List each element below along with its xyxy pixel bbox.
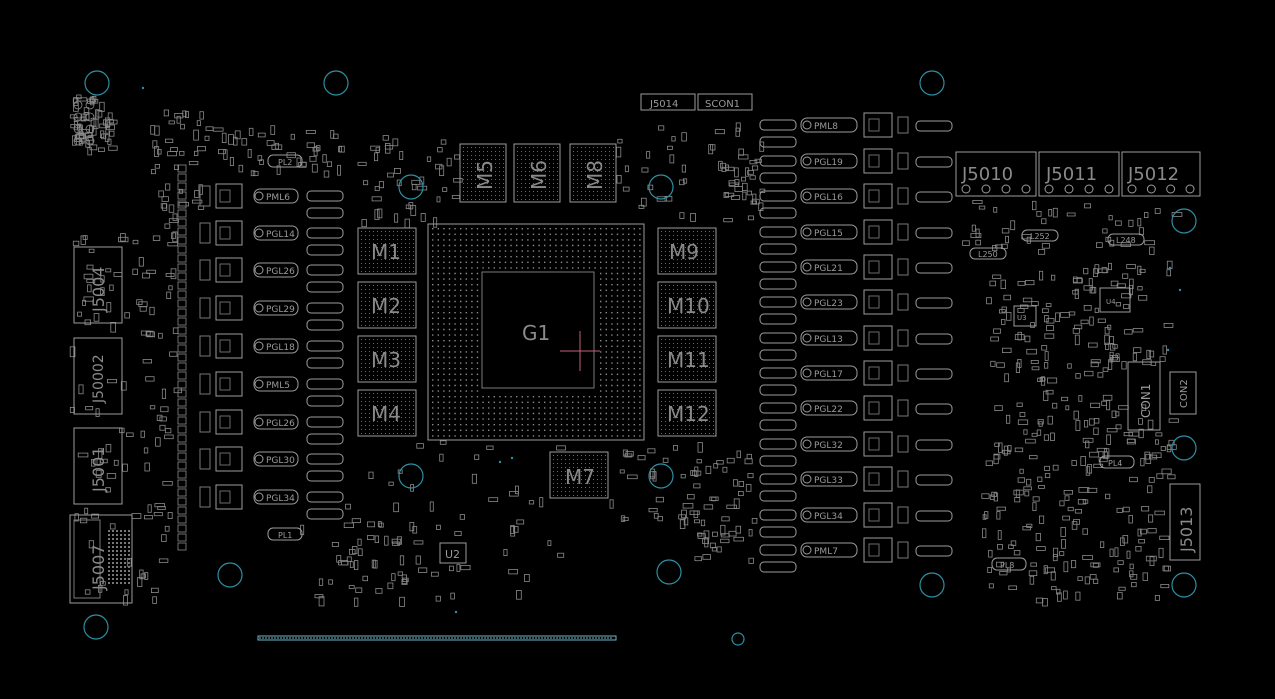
mount-hole [84,70,110,96]
mount-hole [731,632,745,646]
memory-chip-m3: M3 [357,335,417,383]
connector-j5014: J5014 [649,99,678,110]
inductor-label: PGL18 [266,343,295,353]
mount-hole [919,70,945,96]
inductor-l248: L248 [1116,236,1136,245]
mount-hole [398,174,424,200]
memory-chip-m5: M5 [459,143,507,203]
mount-hole [656,559,682,585]
inductor-label: PGL22 [814,405,843,415]
inductor-label: PML7 [814,547,838,557]
inductor-label: PML8 [814,122,838,132]
inductor-label: PGL15 [814,229,843,239]
inductor-label: PML5 [266,381,290,391]
mount-hole [648,463,674,489]
mount-hole [83,614,109,640]
memory-chips: M1 M2 M3 M4 M9 M10 [357,143,717,499]
connector-j50002: J50002 [91,354,107,404]
memory-chip-m4: M4 [357,389,417,437]
memory-chip-m7: M7 [549,451,609,499]
gpu-package: G1 [427,223,645,441]
mount-hole [1171,572,1197,598]
mount-hole [1171,208,1197,234]
inductor-pl8: PL8 [1000,561,1014,570]
connector-j5011: J5011 [1045,164,1097,185]
inductor-l250: L250 [978,250,998,259]
connector-scon1: SCON1 [705,99,740,110]
memory-chip-m12: M12 [657,389,717,437]
top-right-connectors: J5010 J5011 J5012 [955,151,1201,197]
gpu-label: G1 [522,321,550,345]
mount-hole [323,70,349,96]
inductor-label: PGL17 [814,370,843,380]
memory-label-m2: M2 [371,294,401,318]
memory-label-m10: M10 [667,294,710,318]
mount-hole [1171,435,1197,461]
memory-label-m6: M6 [527,160,551,190]
inductor-label: PGL21 [814,264,843,274]
misc-parts: PL2 PL1 PL4 PL8 L252 L250 L248 U2 U3 U4 [267,154,1145,571]
inductor-pl1: PL1 [278,531,292,540]
mount-hole [919,572,945,598]
connector-j5004: J5004 [89,267,108,313]
inductor-label: PGL26 [266,267,295,277]
inductor-label: PGL34 [266,494,295,504]
pcie-edge-connector [257,635,617,641]
memory-label-m8: M8 [583,160,607,190]
mounting-holes [83,70,1197,646]
connector-con2: CON2 [1179,379,1190,408]
inductor-pl2: PL2 [278,158,292,167]
memory-label-m3: M3 [371,348,401,372]
mount-hole [648,174,674,200]
inductor-l252: L252 [1030,232,1050,241]
ic-u2: U2 [445,548,460,561]
inductor-label: PML6 [266,193,290,203]
ic-u4: U4 [1106,298,1116,306]
mount-hole [217,562,243,588]
inductor-label: PGL29 [266,305,295,315]
ic-u3: U3 [1017,314,1027,322]
left-connectors: J5004 J50002 J5001 J5007 [69,246,133,604]
memory-chip-m10: M10 [657,281,717,329]
memory-label-m7: M7 [565,465,595,489]
right-vrm-inductors: PML8 PGL19 PGL16 PGL15 PGL21 PGL23 PGL13… [759,112,953,573]
connector-j5012: J5012 [1127,164,1179,185]
memory-label-m11: M11 [667,348,710,372]
inductor-label: PGL34 [814,512,843,522]
connector-j5010: J5010 [961,164,1013,185]
mount-hole [398,463,424,489]
memory-chip-m1: M1 [357,227,417,275]
connector-j5013: J5013 [1177,507,1196,553]
memory-label-m4: M4 [371,402,401,426]
inductor-label: PGL33 [814,476,843,486]
inductor-label: PGL16 [814,193,843,203]
connector-j5001: J5001 [89,447,108,493]
memory-label-m9: M9 [669,240,699,264]
top-small-connectors: J5014 SCON1 [640,93,753,111]
memory-chip-m2: M2 [357,281,417,329]
inductor-label: PGL26 [266,419,295,429]
memory-label-m1: M1 [371,240,401,264]
inductor-label: PGL32 [814,441,843,451]
left-vrm-inductors: PML6 PGL14 PGL26 PGL29 PGL18 PML5 PGL26 … [199,183,344,520]
inductor-label: PGL30 [266,456,295,466]
memory-chip-m6: M6 [513,143,561,203]
connector-con1: CON1 [1139,384,1153,418]
connector-j5007: J5007 [89,545,108,591]
memory-label-m12: M12 [667,402,710,426]
memory-chip-m9: M9 [657,227,717,275]
memory-chip-m11: M11 [657,335,717,383]
inductor-label: PGL13 [814,335,843,345]
inductor-pl4: PL4 [1108,459,1122,468]
memory-label-m5: M5 [473,160,497,190]
inductor-label: PGL14 [266,230,295,240]
inductor-label: PGL19 [814,158,843,168]
memory-chip-m8: M8 [569,143,617,203]
inductor-label: PGL23 [814,299,843,309]
right-connectors: J5013 CON1 CON2 [1127,361,1201,561]
